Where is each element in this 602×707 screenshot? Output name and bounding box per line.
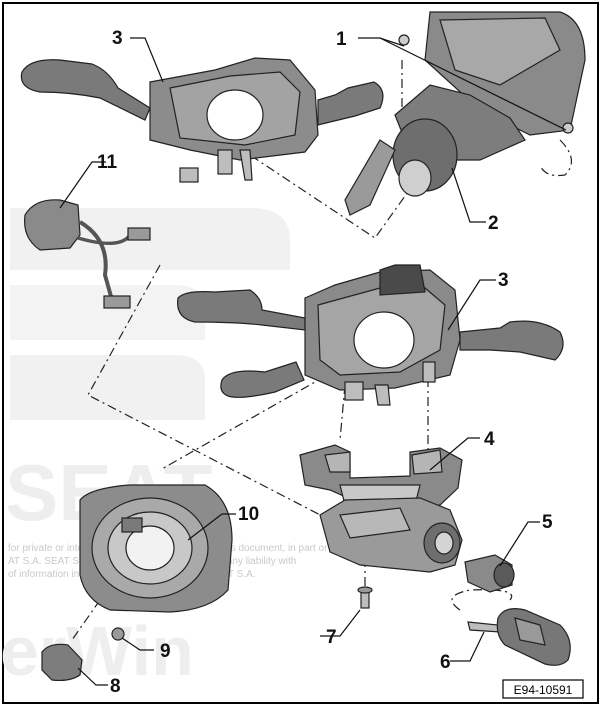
- callout-3-top: 3: [112, 28, 123, 49]
- callout-9: 9: [160, 641, 171, 662]
- callout-2: 2: [488, 213, 499, 234]
- callout-4: 4: [484, 429, 495, 450]
- ignition-lock-barrel: [319, 497, 463, 573]
- callout-3-middle: 3: [498, 270, 509, 291]
- ignition-key: [467, 608, 571, 666]
- lock-cylinder: [464, 554, 515, 593]
- screw: [357, 586, 373, 609]
- reference-code: E94-10591: [514, 683, 573, 697]
- reference-code-box: E94-10591: [502, 679, 584, 699]
- callout-11: 11: [97, 152, 118, 173]
- watermark-mark: erWin: [0, 612, 194, 690]
- steering-column-switch-lower: [177, 264, 564, 406]
- steering-column: [344, 11, 586, 216]
- callout-7: 7: [326, 627, 337, 648]
- clock-spring: [79, 484, 233, 613]
- callout-5: 5: [542, 512, 553, 533]
- callout-6: 6: [440, 652, 451, 673]
- pin: [111, 627, 125, 641]
- ignition-lock-housing: [299, 444, 463, 507]
- steering-column-switch-upper: [20, 57, 384, 183]
- callouts: 3 1 11 2 3 4 5 10 6 7 8 9: [97, 28, 553, 697]
- connector-housing: [41, 643, 83, 682]
- wiring-harness: [23, 199, 151, 309]
- leader-lines: [59, 37, 567, 686]
- callout-10: 10: [238, 504, 259, 525]
- callout-8: 8: [110, 676, 121, 697]
- callout-1: 1: [336, 29, 347, 50]
